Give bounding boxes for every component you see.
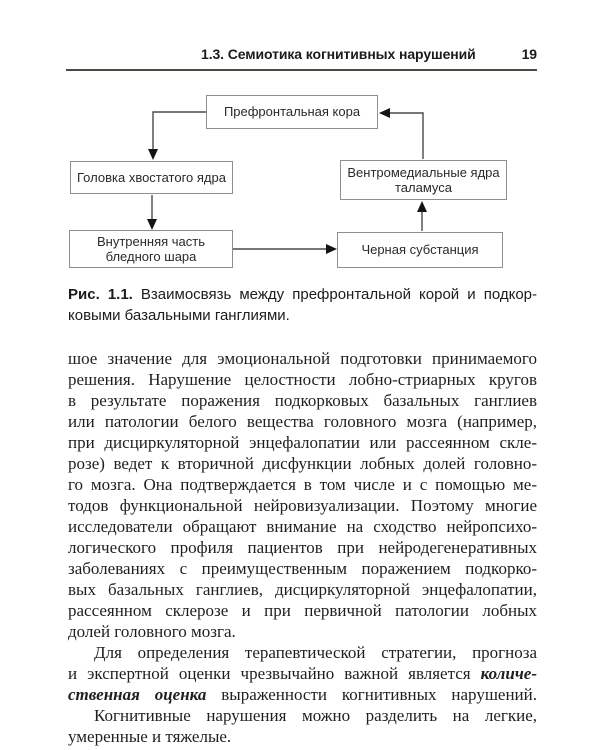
page-number: 19 — [521, 46, 537, 62]
page-header: 1.3. Семиотика когнитивных нарушений 19 — [68, 46, 537, 62]
caption-line: Рис. 1.1. Взаимосвязь между префронтальн… — [68, 286, 538, 303]
body-line: ственная оценка выраженности когнитивных… — [68, 685, 537, 704]
body-line: розе) ведет к вторичной дисфункции лобны… — [68, 454, 537, 473]
body-line: вых базальных ганглиев, дисциркуляторной… — [68, 580, 537, 599]
header-rule — [66, 69, 537, 71]
body-line: в результате поражения подкорковых базал… — [68, 391, 537, 410]
body-line: логического профиля пациентов при нейрод… — [68, 538, 537, 557]
body-line: го мозга. Она подтверждается в том числе… — [68, 475, 537, 494]
running-title: 1.3. Семиотика когнитивных нарушений — [201, 46, 476, 62]
body-line: при дисциркуляторной энцефалопатии или р… — [68, 433, 537, 452]
arrow-substantia-to-thalamus — [417, 201, 427, 231]
diagram-arrows — [147, 108, 427, 254]
body-line: заболеваниях с преимущественным поражени… — [68, 559, 537, 578]
diagram-box-substantia-nigra: Черная субстанция — [337, 232, 503, 268]
body-line: или патологии белого вещества головного … — [68, 412, 537, 431]
arrow-pallidum-to-substantia — [233, 244, 337, 254]
body-line: умеренные и тяжелые. — [68, 727, 232, 746]
caption-line: ковыми базальными ганглиями. — [68, 306, 290, 324]
body-line: рассеянном склерозе и при первичной пато… — [68, 601, 537, 620]
diagram-box-caudate-head: Головка хвостатого ядра — [70, 161, 233, 194]
body-text: шое значение для эмоциональной подготовк… — [68, 348, 537, 747]
arrow-thalamus-to-prefrontal — [379, 108, 424, 159]
figure-caption: Рис. 1.1. Взаимосвязь между префронтальн… — [68, 285, 537, 326]
arrow-caudate-to-pallidum — [147, 195, 157, 230]
diagram-box-ventromedial-thalamus: Вентромедиальные ядра таламуса — [340, 160, 507, 200]
body-line: тодов функциональной нейровизуализации. … — [68, 496, 537, 515]
body-line: долей головного мозга. — [68, 622, 236, 641]
body-line: Когнитивные нарушения можно разделить на… — [94, 706, 537, 725]
body-line: решения. Нарушение целостности лобно-стр… — [68, 370, 537, 389]
figure-1-1: Префронтальная кора Головка хвостатого я… — [0, 0, 600, 300]
diagram-box-pallidum-internal: Внутренняя часть бледного шара — [69, 230, 233, 268]
body-line: Для определения терапевтической стратеги… — [94, 643, 537, 662]
diagram-box-prefrontal-cortex: Префронтальная кора — [206, 95, 378, 129]
body-line: исследователи обращают внимание на сходс… — [68, 517, 537, 536]
arrow-prefrontal-to-caudate — [148, 111, 206, 160]
body-line: и экспертной оценки чрезвычайно важной я… — [68, 664, 537, 683]
body-line: шое значение для эмоциональной подготовк… — [68, 349, 537, 368]
